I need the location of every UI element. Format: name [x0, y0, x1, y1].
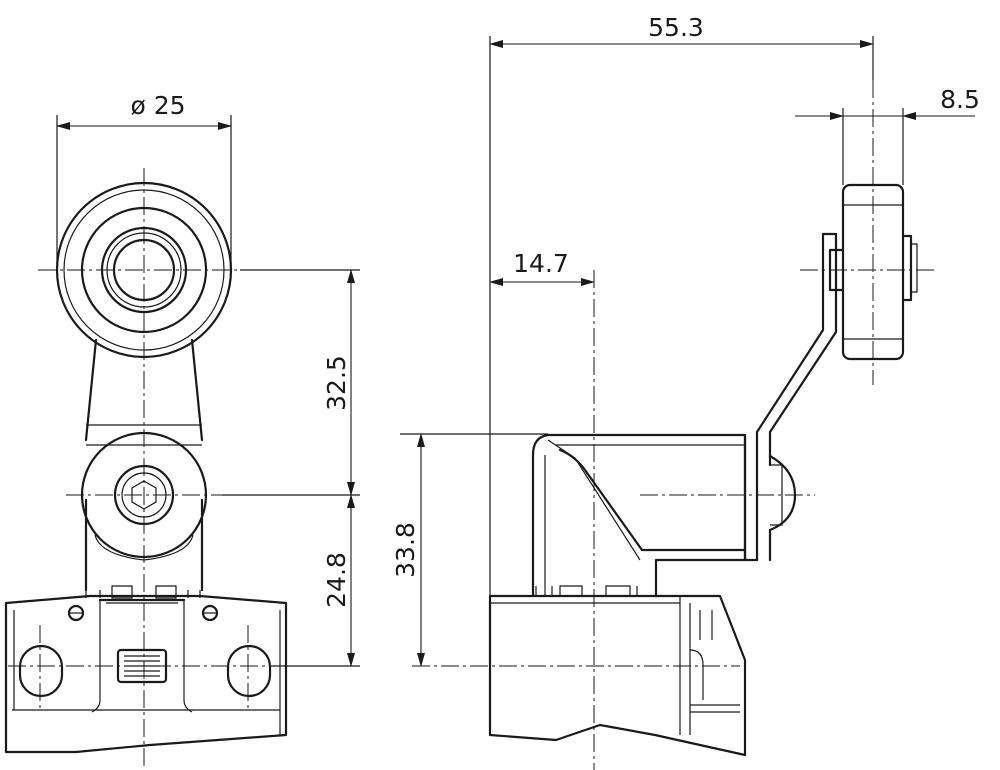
- centerlines-side: [400, 36, 935, 770]
- dimension-offset-label: 14.7: [513, 249, 569, 278]
- dimension-roller-width-label: 8.5: [940, 85, 980, 114]
- dimension-lever-length-label: 32.5: [322, 355, 351, 411]
- dimension-diameter: ø 25: [56, 91, 232, 265]
- dimension-total-height-label: 33.8: [391, 522, 420, 578]
- front-view: [4, 168, 288, 770]
- dimension-roller-width: 8.5: [795, 85, 980, 185]
- centerlines-front: [8, 168, 270, 770]
- dimension-diameter-label: ø 25: [130, 91, 185, 120]
- switch-body-side: [488, 594, 747, 757]
- dimension-axis-height-label: 24.8: [322, 552, 351, 608]
- dimension-total-height: 33.8: [391, 433, 425, 667]
- dimension-lever-length: 32.5: [222, 269, 360, 496]
- slots-side: [535, 585, 650, 597]
- dimension-axis-height: 24.8: [270, 494, 360, 667]
- dimension-offset: 14.7: [489, 249, 595, 286]
- switch-body-front: [4, 594, 288, 754]
- head-housing-side: [531, 433, 747, 598]
- side-view: [400, 36, 935, 770]
- lever-arm-side: [743, 232, 838, 562]
- dimension-total-width-label: 55.3: [648, 13, 704, 42]
- dimension-total-width: 55.3: [489, 13, 874, 80]
